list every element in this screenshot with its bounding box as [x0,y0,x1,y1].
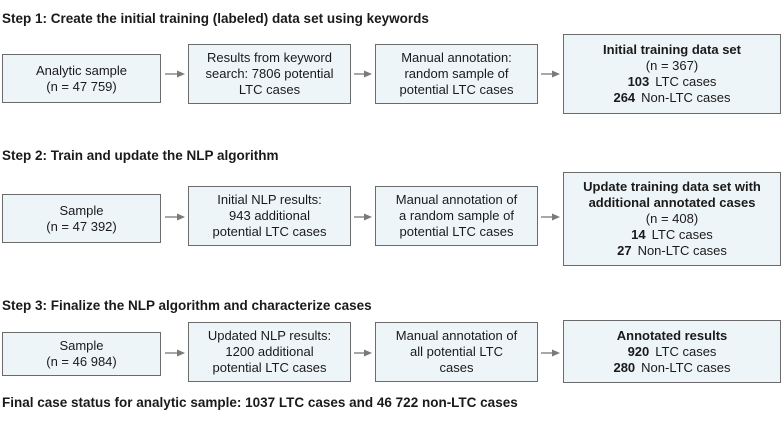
step-2-nlp-results-box: Initial NLP results: 943 additional pote… [188,186,351,246]
step-2-result-box: Update training data set with additional… [563,172,781,266]
step-2-heading: Step 2: Train and update the NLP algorit… [2,148,279,163]
arrowhead-icon [364,213,372,221]
result-n: (n = 408) [645,211,699,226]
box-line: Results from keyword [207,50,332,65]
result-title: Update training data set with [583,179,761,194]
non-ltc-count-row: 264 Non-LTC cases [613,90,730,106]
step-1-result-box: Initial training data set (n = 367) 103 L… [563,34,781,114]
count-label: LTC cases [655,343,717,359]
box-line: Manual annotation of [395,328,518,343]
count-value: 280 [613,359,636,375]
box-line: potential LTC cases [212,360,327,375]
step-3-manual-annotation-box: Manual annotation of all potential LTC c… [375,322,538,382]
box-line: (n = 47 392) [46,218,117,234]
result-title: Initial training data set [603,42,741,57]
arrowhead-icon [364,349,372,357]
box-line: all potential LTC [410,344,503,359]
arrowhead-icon [364,70,372,78]
box-line: search: 7806 potential [205,66,334,81]
count-value: 14 [631,227,646,242]
arrowhead-icon [552,213,560,221]
box-line: Sample [59,202,104,218]
count-value: 920 [627,343,650,359]
arrowhead-icon [177,349,185,357]
count-label: Non-LTC cases [641,90,731,105]
arrowhead-icon [552,70,560,78]
count-label: LTC cases [655,74,717,89]
step-3-sample-box: Sample (n = 46 984) [2,332,161,376]
non-ltc-count-row: 280 Non-LTC cases [613,360,730,376]
box-line: (n = 46 984) [46,354,117,369]
step-1-manual-annotation-box: Manual annotation: random sample of pote… [375,44,538,104]
count-label: LTC cases [651,227,713,242]
ltc-count-row: 920 LTC cases [628,344,717,360]
final-status-text: Final case status for analytic sample: 1… [2,395,518,410]
arrowhead-icon [177,70,185,78]
step-3-heading: Step 3: Finalize the NLP algorithm and c… [2,298,372,313]
step-3-result-box: Annotated results 920 LTC cases 280 Non-LT… [563,320,781,383]
result-title: Annotated results [616,327,728,343]
box-line: 943 additional [229,208,310,223]
box-line: cases [439,360,474,375]
box-line: Analytic sample [35,62,128,78]
non-ltc-count-row: 27 Non-LTC cases [617,243,727,259]
box-line: LTC cases [238,82,301,97]
box-line: potential LTC cases [212,224,327,239]
box-line: Sample [59,338,104,353]
box-line: Updated NLP results: [207,328,332,343]
box-line: potential LTC cases [399,82,514,97]
step-1-keyword-results-box: Results from keyword search: 7806 potent… [188,44,351,104]
arrowhead-icon [552,349,560,357]
arrowhead-icon [177,213,185,221]
box-line: random sample of [404,66,509,81]
step-3-nlp-results-box: Updated NLP results: 1200 additional pot… [188,322,351,382]
box-line: Manual annotation of [395,192,518,207]
box-line: Manual annotation: [401,50,512,65]
box-line: Initial NLP results: [217,192,322,207]
result-title: additional annotated cases [588,195,756,210]
ltc-count-row: 14 LTC cases [631,227,713,243]
box-line: potential LTC cases [399,224,514,239]
step-2-manual-annotation-box: Manual annotation of a random sample of … [375,186,538,246]
step-2-sample-box: Sample (n = 47 392) [2,194,161,243]
box-line: (n = 47 759) [46,78,117,94]
count-value: 103 [627,74,650,89]
count-value: 27 [617,243,632,258]
result-n: (n = 367) [645,58,699,73]
count-label: Non-LTC cases [637,243,727,258]
box-line: a random sample of [399,208,514,223]
step-1-heading: Step 1: Create the initial training (lab… [2,11,429,26]
ltc-count-row: 103 LTC cases [628,74,717,90]
count-label: Non-LTC cases [641,359,731,375]
count-value: 264 [613,90,636,105]
box-line: 1200 additional [225,344,314,359]
step-1-sample-box: Analytic sample (n = 47 759) [2,54,161,103]
